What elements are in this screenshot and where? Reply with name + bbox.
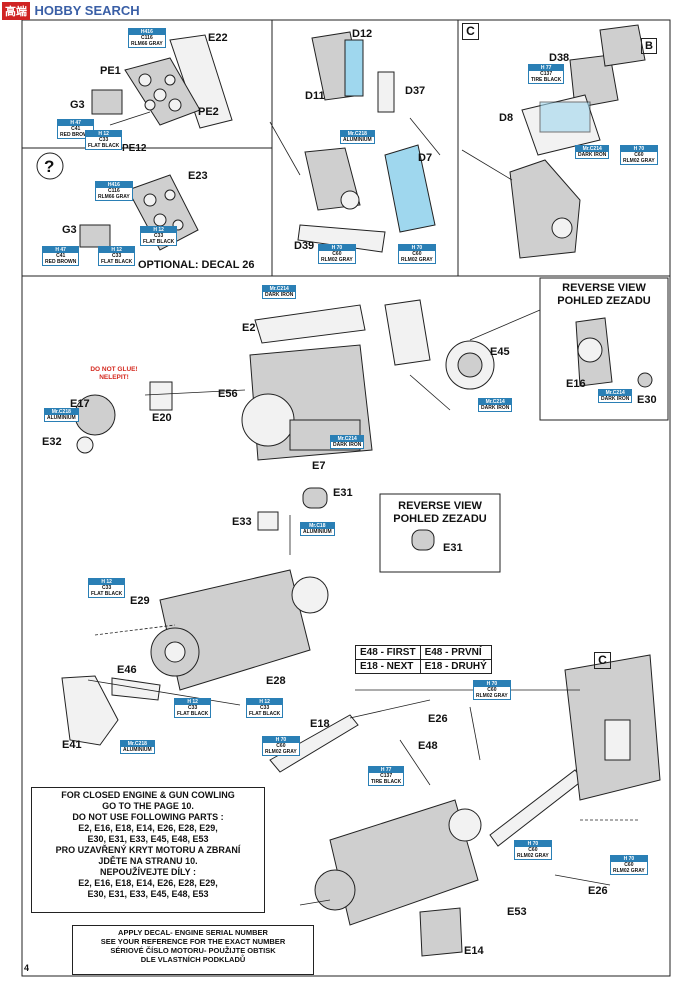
part-label: E7 [312, 460, 326, 472]
question-mark: ? [44, 157, 55, 176]
sequence-cell: E18 - NEXT [355, 659, 421, 674]
section-marker-c: C [462, 23, 479, 40]
part-label: D38 [549, 52, 570, 64]
page-number: 4 [24, 963, 30, 973]
engine-serial-decal-note: APPLY DECAL- ENGINE SERIAL NUMBER SEE YO… [72, 925, 314, 975]
watermark-logo: 高端 [2, 2, 30, 20]
part-label: E26 [588, 885, 608, 897]
part-label: E17 [70, 398, 90, 410]
part-label: E22 [208, 32, 228, 44]
part-label: E30 [637, 394, 657, 406]
part-label: E32 [42, 436, 62, 448]
part-label: E45 [490, 346, 510, 358]
part-label: E31 [443, 542, 463, 554]
part-label: D12 [352, 28, 373, 40]
part-label: E14 [464, 945, 484, 957]
engine-top-drawing [74, 277, 669, 461]
section-marker-b: B [641, 38, 657, 54]
optional-decal-label: OPTIONAL: DECAL 26 [138, 259, 255, 271]
part-label: E46 [117, 664, 137, 676]
part-label: D39 [294, 240, 315, 252]
part-label: E28 [266, 675, 286, 687]
part-label: E23 [188, 170, 208, 182]
part-label: G3 [70, 99, 85, 111]
part-label: E56 [218, 388, 238, 400]
part-label: E16 [566, 378, 586, 390]
section-marker-c: C [594, 652, 611, 669]
part-label: D11 [305, 90, 325, 102]
sequence-cell: E48 - FIRST [355, 645, 421, 660]
part-label: PE1 [100, 65, 121, 77]
part-label: E31 [333, 487, 353, 499]
part-label: E48 [418, 740, 438, 752]
part-label: D7 [418, 152, 433, 164]
closed-cowling-note: FOR CLOSED ENGINE & GUN COWLING GO TO TH… [31, 787, 265, 913]
seat-drawing [269, 31, 441, 253]
engine-bottom-drawing [269, 654, 661, 957]
part-label: E2 [242, 322, 256, 334]
watermark: 高端 HOBBY SEARCH [2, 2, 140, 20]
optional-panel-drawing [36, 152, 199, 251]
sequence-cell: E18 - DRUHÝ [419, 659, 492, 674]
watermark-site: HOBBY SEARCH [34, 3, 140, 18]
part-label: PE12 [122, 143, 147, 154]
part-label: E53 [507, 906, 527, 918]
part-label: E20 [152, 412, 172, 424]
engine-mid-drawing [61, 487, 501, 746]
part-label: E41 [62, 739, 82, 751]
seat-assembly-drawing [461, 24, 646, 259]
sequence-cell: E48 - PRVNÍ [419, 645, 492, 660]
part-label: G3 [62, 224, 77, 236]
part-label: D37 [405, 85, 426, 97]
assembly-sequence-table: E48 - FIRST E48 - PRVNÍ E18 - NEXT E18 -… [355, 645, 492, 674]
part-label: E33 [232, 516, 252, 528]
part-label: E18 [310, 718, 330, 730]
instrument-panel-drawing [91, 34, 233, 129]
part-label: E29 [130, 595, 150, 607]
part-label: E26 [428, 713, 448, 725]
do-not-glue-note: DO NOT GLUE!NELEPIT! [90, 366, 138, 381]
part-label: PE2 [198, 106, 219, 118]
part-label: D8 [499, 112, 514, 124]
